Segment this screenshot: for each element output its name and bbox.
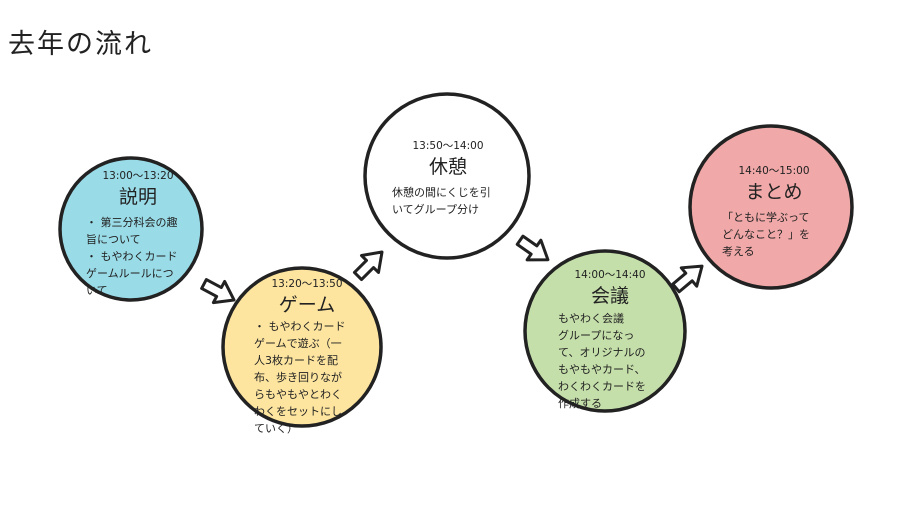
step-heading: 休憩 [428, 156, 467, 178]
step-meeting: 14:00〜14:40 会議 もやわく会議 グループになっ て、オリジナルの も… [558, 267, 662, 412]
step-body: ・ 第三分科会の趣 旨について ・ もやわくカード ゲームルールにつ いて [86, 216, 178, 297]
circle-meeting [523, 249, 687, 413]
page-title: 去年の流れ [8, 29, 153, 61]
circle-summary [688, 124, 854, 290]
step-summary: 14:40〜15:00 まとめ 「ともに学ぶって どんなこと？」を 考える [722, 163, 826, 260]
step-time: 14:00〜14:40 [574, 269, 646, 281]
step-time: 13:20〜13:50 [271, 278, 343, 290]
step-heading: 会議 [590, 285, 629, 307]
step-time: 14:40〜15:00 [738, 165, 810, 177]
step-heading: まとめ [745, 181, 803, 203]
arrow-break-to-meeting [515, 234, 550, 262]
circle-game [221, 266, 383, 428]
step-body: 休憩の間にくじを引 いてグループ分け [392, 186, 491, 216]
step-body: もやわく会議 グループになっ て、オリジナルの もやもやカード、 わくわくカード… [558, 312, 646, 410]
step-break: 13:50〜14:00 休憩 休憩の間にくじを引 いてグループ分け [392, 138, 504, 218]
step-explain: 13:00〜13:20 説明 ・ 第三分科会の趣 旨について ・ もやわくカード… [86, 168, 190, 299]
step-body: ・ もやわくカード ゲームで遊ぶ（一 人3枚カードを配 布、歩き回りなが らもや… [254, 320, 346, 435]
step-time: 13:00〜13:20 [102, 170, 174, 182]
step-heading: ゲーム [278, 294, 336, 316]
step-heading: 説明 [118, 186, 157, 208]
circle-explain [58, 156, 204, 302]
arrow-meeting-to-summary [671, 264, 704, 294]
arrow-game-to-break [352, 250, 384, 282]
step-game: 13:20〜13:50 ゲーム ・ もやわくカード ゲームで遊ぶ（一 人3枚カー… [254, 276, 360, 437]
step-time: 13:50〜14:00 [412, 140, 484, 152]
circle-break [363, 92, 531, 260]
step-body: 「ともに学ぶって どんなこと？」を 考える [722, 211, 810, 258]
arrow-explain-to-game [200, 278, 236, 305]
